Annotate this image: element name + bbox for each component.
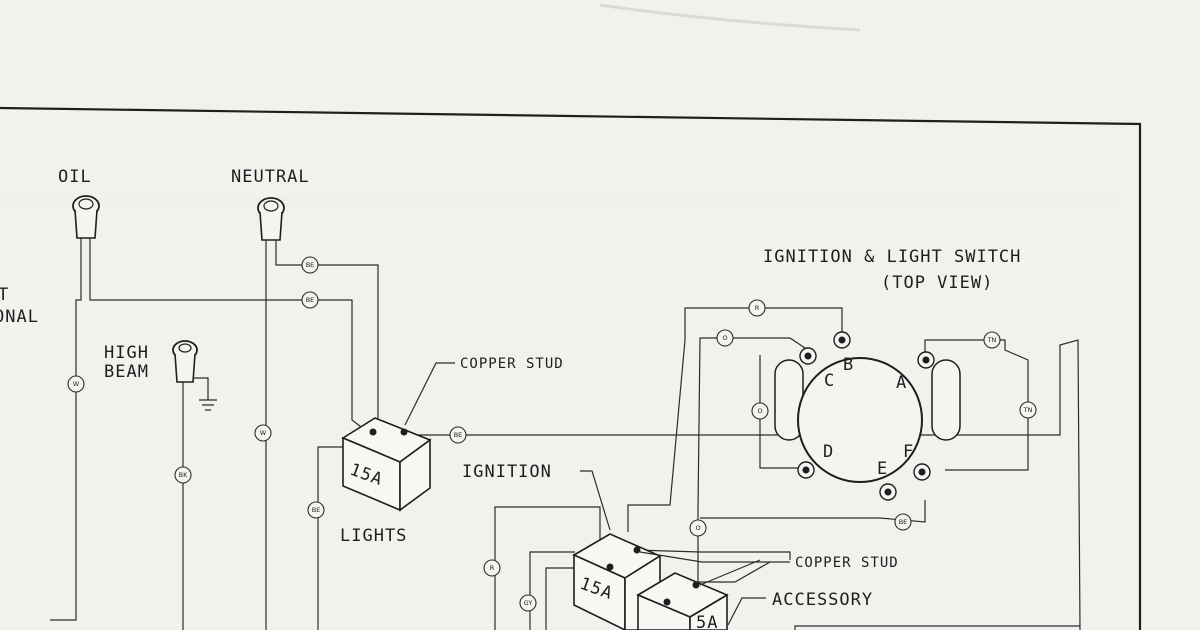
- high-beam-label-line2: BEAM: [104, 362, 149, 382]
- wire-tag-tn-1: TN: [983, 331, 1001, 349]
- wire-tag-o-3: O: [689, 519, 707, 537]
- switch-terminal-e: E: [877, 459, 888, 479]
- ignition-switch: A B C D E F: [774, 331, 961, 501]
- switch-terminal-a: A: [896, 373, 907, 393]
- oil-lamp-label: OIL: [58, 167, 92, 187]
- wire-tag-gy: GY: [519, 594, 537, 612]
- svg-text:BE: BE: [306, 261, 315, 269]
- wire-tag-r-1: R: [748, 299, 766, 317]
- switch-title: IGNITION & LIGHT SWITCH: [763, 247, 1021, 267]
- svg-text:TN: TN: [1023, 406, 1033, 414]
- switch-subtitle: (TOP VIEW): [881, 273, 993, 293]
- wire-tag-o-1: O: [716, 329, 734, 347]
- neutral-lamp-label: NEUTRAL: [231, 167, 310, 187]
- switch-terminal-f: F: [903, 442, 914, 462]
- scan-smudge: [0, 3, 1120, 201]
- lights-fuse: 15A: [341, 417, 432, 512]
- switch-terminal-b: B: [843, 355, 854, 375]
- svg-text:BE: BE: [312, 506, 321, 514]
- wires: [50, 238, 1081, 630]
- svg-text:GY: GY: [524, 599, 533, 607]
- wire-tag-bk: BK: [174, 466, 192, 484]
- svg-text:R: R: [755, 304, 760, 312]
- svg-text:BE: BE: [306, 296, 315, 304]
- ground-symbol: [193, 377, 217, 411]
- cut-off-label-line2: ONAL: [0, 307, 39, 327]
- wire-tag-be-1: BE: [301, 256, 319, 274]
- svg-text:BK: BK: [179, 471, 188, 479]
- wire-tag-w-2: W: [254, 424, 272, 442]
- cut-off-label-line1: T: [0, 285, 9, 305]
- switch-terminal-d: D: [823, 442, 834, 462]
- wire-tag-be-4: BE: [307, 501, 325, 519]
- accessory-fuse-rating: 5A: [696, 613, 718, 630]
- svg-text:O: O: [757, 407, 762, 415]
- high-beam-lamp: [172, 340, 198, 383]
- accessory-fuse: 5A: [636, 572, 729, 630]
- wire-tag-tn-2: TN: [1019, 401, 1037, 419]
- lights-copper-stud-label: COPPER STUD: [460, 356, 564, 372]
- svg-text:TN: TN: [987, 336, 997, 344]
- fuse-callouts: [404, 362, 790, 626]
- svg-text:BE: BE: [899, 518, 908, 526]
- svg-text:W: W: [73, 380, 80, 388]
- lower-box-edge: [794, 625, 1080, 630]
- ignition-copper-stud-label: COPPER STUD: [795, 555, 899, 571]
- lights-fuse-label: LIGHTS: [340, 526, 407, 546]
- wire-tag-be-3: BE: [449, 426, 467, 444]
- wire-tag-o-2: O: [751, 402, 769, 420]
- accessory-fuse-label: ACCESSORY: [772, 590, 873, 610]
- page-frame: [0, 106, 1142, 630]
- wire-tag-be-5: BE: [894, 513, 912, 531]
- oil-lamp: [72, 195, 100, 239]
- ignition-fuse-label: IGNITION: [462, 462, 552, 482]
- svg-text:O: O: [695, 524, 700, 532]
- high-beam-label-line1: HIGH: [104, 343, 149, 363]
- wire-tag-w-1: W: [67, 375, 85, 393]
- svg-text:BE: BE: [454, 431, 463, 439]
- svg-text:R: R: [490, 564, 495, 572]
- switch-terminal-c: C: [824, 371, 835, 391]
- wire-tag-be-2: BE: [301, 291, 319, 309]
- switch-terminals: [797, 331, 935, 501]
- neutral-lamp: [257, 197, 285, 241]
- wire-tag-r-2: R: [483, 559, 501, 577]
- wire-color-tags: BE BE W W BK BE BE R O O TN TN BE O R GY: [67, 256, 1037, 612]
- svg-text:O: O: [722, 334, 727, 342]
- svg-text:W: W: [260, 429, 267, 437]
